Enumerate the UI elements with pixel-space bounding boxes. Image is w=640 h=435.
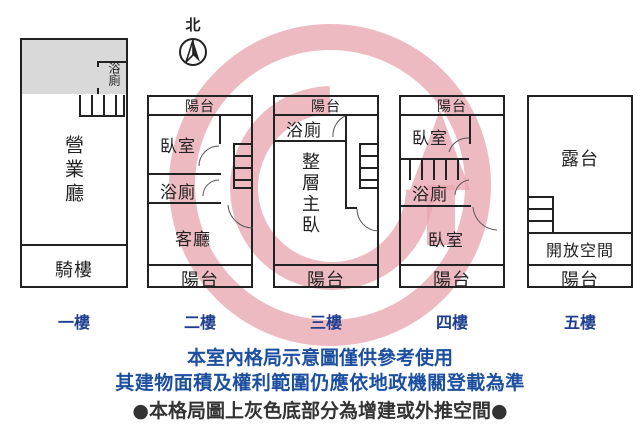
room-4f-bedroom-top: 臥室 xyxy=(412,129,448,149)
compass: 北 xyxy=(178,14,208,67)
room-5f-terrace: 露台 xyxy=(561,149,599,170)
extension-gray-area xyxy=(21,39,127,94)
floor-name-5f: 五樓 xyxy=(563,313,596,332)
room-2f-bath: 浴廁 xyxy=(160,183,196,203)
room-4f-balcony-top: 陽台 xyxy=(437,99,467,115)
stairs xyxy=(233,143,253,189)
room-1f-front: 騎樓 xyxy=(55,260,93,281)
floor-name-2f: 二樓 xyxy=(183,313,216,332)
floor-3-outline xyxy=(273,95,379,288)
room-4f-balcony-bottom: 陽台 xyxy=(433,270,471,291)
floor-4-outline xyxy=(399,95,505,288)
floor-name-3f: 三樓 xyxy=(309,313,342,332)
room-4f-bath: 浴廁 xyxy=(412,185,448,205)
stairs xyxy=(79,95,125,117)
stairs xyxy=(399,158,469,180)
room-3f-balcony-top: 陽台 xyxy=(311,99,341,115)
room-5f-open-space: 開放空間 xyxy=(545,241,614,260)
room-2f-balcony-bottom: 陽台 xyxy=(181,270,219,291)
room-4f-bedroom-bottom: 臥室 xyxy=(428,231,464,251)
north-arrow-icon xyxy=(179,38,207,66)
compass-label: 北 xyxy=(185,16,201,34)
room-1f-bath: 浴廁 xyxy=(107,62,121,86)
gray-area-note: ●本格局圖上灰色底部分為增建或外推空間● xyxy=(132,400,508,422)
room-2f-living: 客廳 xyxy=(175,230,211,250)
floor-name-4f: 四樓 xyxy=(435,313,468,332)
room-2f-bedroom: 臥室 xyxy=(160,137,196,157)
floor-1-outline xyxy=(20,38,128,288)
stairs xyxy=(529,196,554,232)
floor-5-outline xyxy=(527,95,633,288)
stairs xyxy=(359,143,379,189)
disclaimer-note-1: 本室內格局示意圖僅供參考使用 xyxy=(186,347,453,369)
room-3f-master: 整層主臥 xyxy=(299,152,320,236)
room-2f-balcony-top: 陽台 xyxy=(185,99,215,115)
floor-name-1f: 一樓 xyxy=(57,313,90,332)
room-3f-balcony-bottom: 陽台 xyxy=(307,270,345,291)
disclaimer-note-2: 其建物面積及權利範圍仍應依地政機關登載為準 xyxy=(115,372,525,394)
floor-2-outline xyxy=(147,95,253,288)
room-5f-balcony-bottom: 陽台 xyxy=(561,270,599,291)
room-3f-bath: 浴廁 xyxy=(286,121,322,141)
room-1f-main: 營業廳 xyxy=(62,135,84,207)
